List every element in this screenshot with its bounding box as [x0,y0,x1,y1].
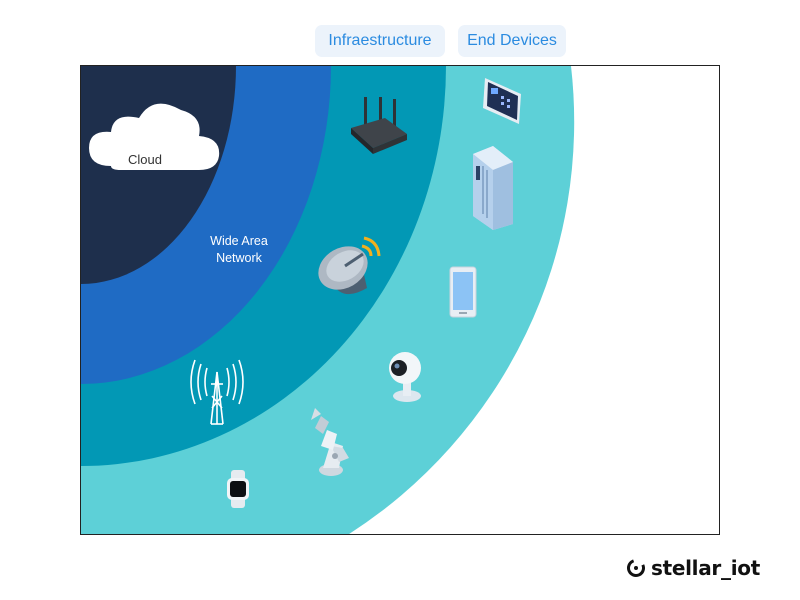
security-camera-icon [389,352,421,402]
smartphone-icon [449,266,477,318]
satellite-dish-icon [318,236,381,295]
wan-label-line2: Network [216,251,263,265]
cloud-icon: Cloud [89,103,220,170]
robot-arm-icon [311,408,349,476]
tab-end-devices[interactable]: End Devices [458,25,566,57]
tab-infrastructure[interactable]: Infraestructure [315,25,445,57]
wan-label-line1: Wide Area [210,234,268,248]
cloud-label: Cloud [128,152,162,167]
brand-logo: stellar_iot [625,553,760,583]
iot-layer-diagram: Cloud Wide Area Network [80,65,720,535]
smart-fridge-icon [473,146,513,230]
thermostat-icon [483,78,521,124]
brand-name: stellar_iot [651,556,760,580]
stellar-logo-icon [627,559,645,577]
smartwatch-icon [227,470,249,508]
router-icon [351,97,407,154]
cell-tower-icon [190,359,244,425]
